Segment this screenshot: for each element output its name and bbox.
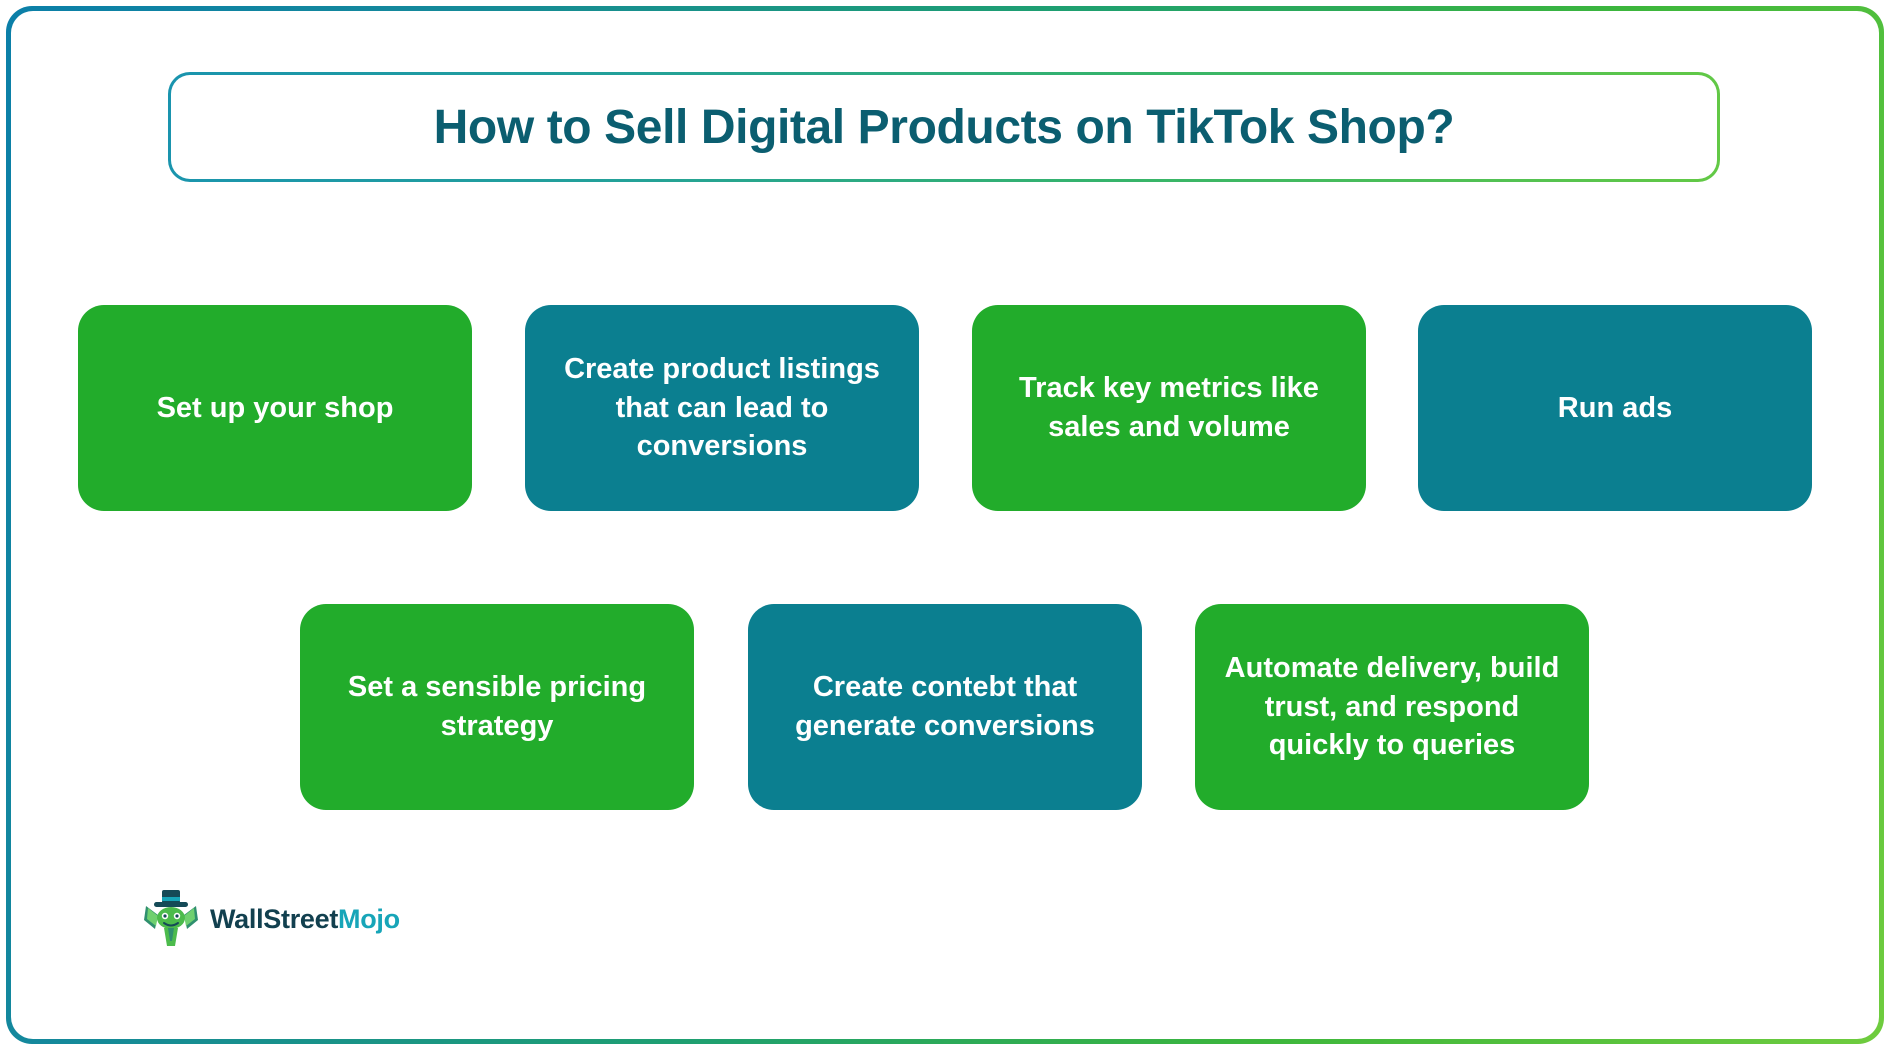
step-label-1: Set up your shop <box>156 391 394 424</box>
step-box-4[interactable]: Run ads <box>1418 305 1812 511</box>
brand-wordmark-mojo: Mojo <box>338 903 400 934</box>
step-box-6[interactable]: Create contebt that generate conversions <box>748 604 1142 810</box>
title-container-inner: How to Sell Digital Products on TikTok S… <box>171 75 1717 179</box>
brand-logo: WallStreetMojo <box>142 888 400 950</box>
step-box-3[interactable]: Track key metrics like sales and volume <box>972 305 1366 511</box>
brand-wordmark-wallstreet: WallStreet <box>210 903 339 934</box>
brand-wordmark: WallStreetMojo <box>210 904 400 935</box>
page-title: How to Sell Digital Products on TikTok S… <box>433 100 1455 154</box>
step-box-1[interactable]: Set up your shop <box>78 305 472 511</box>
step-box-5[interactable]: Set a sensible pricing strategy <box>300 604 694 810</box>
step-box-2[interactable]: Create product listings that can lead to… <box>525 305 919 511</box>
frame-inner-surface <box>11 11 1879 1039</box>
step-label-2: Create product listings that can lead to… <box>564 353 880 463</box>
title-container: How to Sell Digital Products on TikTok S… <box>168 72 1720 182</box>
step-label-3: Track key metrics like sales and volume <box>1019 372 1319 443</box>
step-label-7: Automate delivery, build trust, and resp… <box>1224 652 1560 762</box>
step-label-6: Create contebt that generate conversions <box>795 671 1095 742</box>
step-label-5: Set a sensible pricing strategy <box>347 671 647 742</box>
step-box-7[interactable]: Automate delivery, build trust, and resp… <box>1195 604 1589 810</box>
step-label-4: Run ads <box>1557 391 1673 424</box>
wallstreetmojo-mascot-icon <box>142 888 200 950</box>
